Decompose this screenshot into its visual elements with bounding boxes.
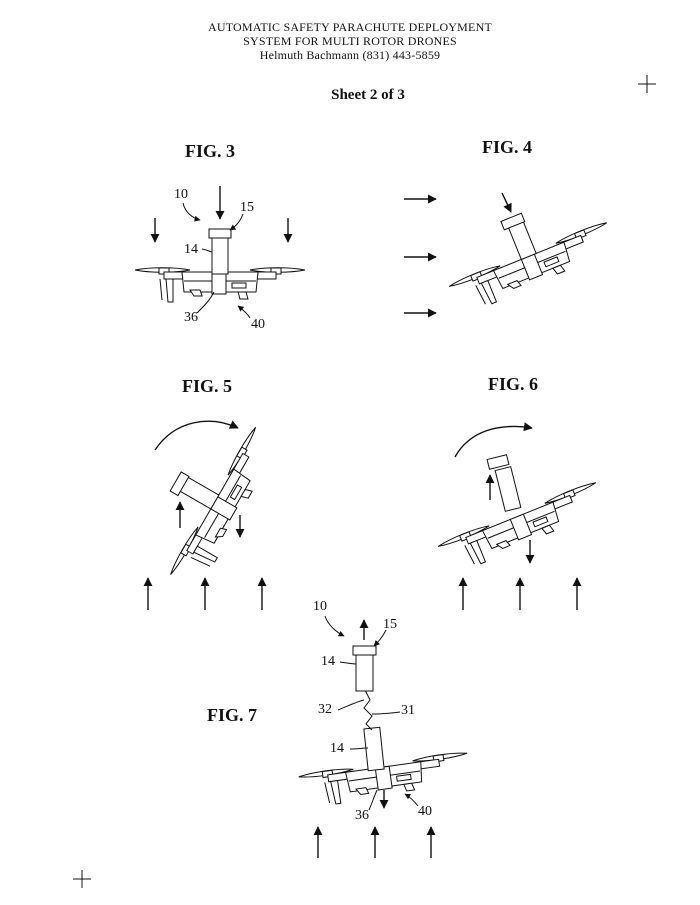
fig3-drawing: [135, 186, 305, 318]
fig7-drawing: [298, 616, 471, 858]
fig5-drawing: [148, 421, 283, 610]
registration-mark-top-right: [638, 75, 656, 93]
fig6-drawing: [437, 427, 607, 610]
fig4-drawing: [404, 193, 619, 316]
registration-mark-bottom-left: [73, 870, 91, 888]
